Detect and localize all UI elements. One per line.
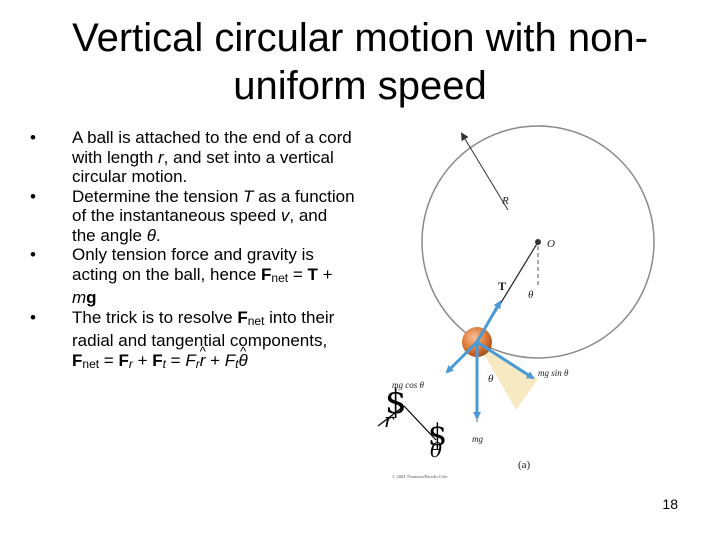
radius-label: R [501,195,509,207]
force-component-triangle [477,342,538,410]
circular-path [421,125,655,359]
latex-dollar-sign: $ [385,382,407,422]
bullet-dot: • [30,186,36,206]
circular-motion-figure: R O T θ θ mg cos θ mg sin θ mg (a) © 200… [392,125,655,479]
radius-dimension-arrow [460,132,509,211]
angle-label-bottom: θ [488,373,494,385]
bullet-list: •A ball is attached to the end of a cord… [30,128,355,374]
r-hat: ^r [199,343,206,370]
slide-number: 18 [662,496,678,512]
theta-hat: ^θ [238,343,248,370]
bullet-item: •The trick is to resolve Fnet into their… [30,307,335,371]
bullet-item: •A ball is attached to the end of a cord… [30,128,352,186]
center-label: O [547,238,555,250]
center-point [535,239,541,245]
mg-sin-arrow [476,340,535,380]
bracket-lines [377,405,437,441]
bullet-dot: • [30,245,36,264]
bullet-dot: • [30,128,36,147]
tension-arrow [475,300,502,343]
latex-dollar-sign: $ [428,418,448,453]
mg-cos-label: mg cos θ [392,380,424,390]
mg-label: mg [472,434,483,444]
mg-cos-arrow [445,340,479,374]
mg-sin-label: mg sin θ [538,368,569,378]
angle-label-top: θ [528,289,534,301]
tension-label: T [498,279,506,293]
bullet-dot: • [30,307,36,327]
slide-title: Vertical circular motion with non-unifor… [72,16,648,108]
bullet-item: •Only tension force and gravity is actin… [30,245,333,307]
bullet-item: •Determine the tension T as a function o… [30,186,355,245]
copyright-label: © 2004 Thomson/Brooks Cole [392,474,447,479]
part-label: (a) [518,459,531,471]
latex-theta-glyph: θ [430,438,443,462]
latex-r-glyph: r [384,408,394,432]
